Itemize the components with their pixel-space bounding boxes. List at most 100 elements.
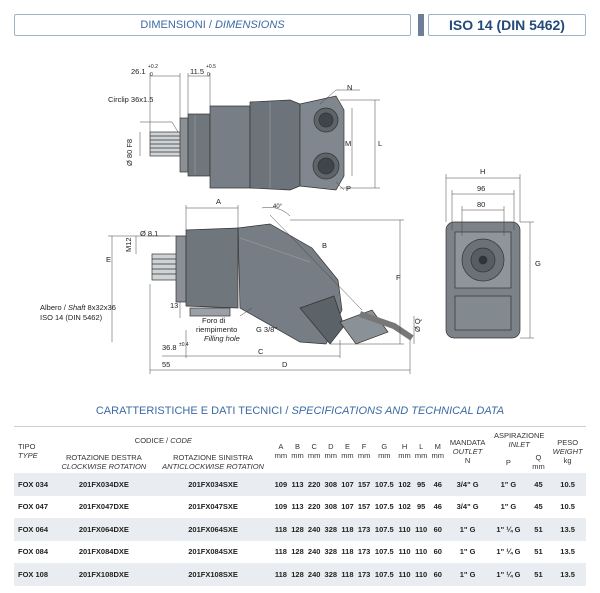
col-p: P — [489, 451, 528, 473]
table-cell: 1" G — [459, 547, 476, 557]
table-cell: 10.5 — [560, 479, 575, 489]
table-cell: 328 — [324, 569, 338, 579]
table-cell: 173 — [357, 524, 371, 534]
table-cell: 157 — [357, 479, 371, 489]
table-cell: 201FX047SXE — [188, 502, 238, 512]
dim-26-tol: +0.2 — [148, 64, 158, 70]
pump-top-view — [149, 95, 345, 191]
table-cell: 102 — [398, 479, 411, 489]
table-cell: 60 — [433, 524, 442, 534]
table-cell: 46 — [433, 479, 442, 489]
top-dimension-lines — [139, 73, 380, 191]
table-cell: FOX 108 — [18, 569, 49, 579]
table-cell: 201FX047DXE — [78, 502, 129, 512]
m12-label: M12 — [124, 237, 133, 252]
table-cell: 110 — [398, 524, 411, 534]
label-f: F — [396, 273, 401, 282]
table-cell: 110 — [415, 524, 428, 534]
table-cell: 102 — [398, 502, 411, 512]
table-cell: 95 — [416, 479, 426, 489]
table-cell: 128 — [291, 547, 304, 557]
table-cell: 118 — [274, 547, 287, 557]
label-55: 55 — [162, 360, 170, 369]
pump-front-view — [445, 221, 521, 339]
table-cell: 118 — [274, 524, 287, 534]
label-angle: 40° — [273, 204, 283, 210]
standard-title: ISO 14 (DIN 5462) — [428, 14, 586, 36]
table-cell: 13.5 — [560, 547, 575, 557]
table-cell: 110 — [398, 569, 411, 579]
table-cell: 13.5 — [560, 569, 575, 579]
table-cell: 46 — [433, 502, 442, 512]
label-n: N — [347, 83, 352, 92]
shaft-label: Albero / Shaft 8x32x36 — [40, 303, 116, 312]
table-cell: 201FX034DXE — [78, 479, 129, 489]
table-cell: 107 — [341, 502, 354, 512]
table-cell: 1" G — [500, 479, 517, 489]
fill-hole-en: Filling hole — [204, 334, 240, 343]
dia-q-label: Ø Q — [413, 318, 422, 332]
label-l: L — [378, 139, 382, 148]
label-g: G — [535, 259, 541, 268]
table-cell: 220 — [307, 502, 321, 512]
technical-drawing: 26.1 +0.2 0 11.5 +0.5 0 Circlip 36x1.5 Ø… — [40, 64, 541, 374]
table-cell: 201FX034SXE — [188, 479, 238, 489]
label-b: B — [322, 241, 327, 250]
table-cell: 201FX064DXE — [78, 524, 129, 534]
fill-hole-it-2: riempimento — [196, 325, 237, 334]
table-cell: 110 — [398, 547, 411, 557]
table-cell: 3/4" G — [456, 479, 479, 489]
label-96: 96 — [477, 184, 485, 193]
dim-26-tol2: 0 — [150, 72, 153, 78]
table-cell: 13.5 — [560, 524, 575, 534]
table-cell: 201FX108DXE — [78, 569, 129, 579]
table-cell: FOX 084 — [18, 547, 49, 557]
label-d: D — [282, 360, 288, 369]
table-cell: 3/4" G — [456, 502, 479, 512]
dimensions-title: DIMENSIONI / DIMENSIONS — [14, 14, 411, 36]
table-cell: 51 — [534, 547, 543, 557]
label-e: E — [106, 255, 111, 264]
side-dimension-lines — [108, 205, 415, 374]
table-cell: 118 — [341, 547, 354, 557]
table-cell: 45 — [534, 479, 543, 489]
table-cell: 109 — [274, 479, 288, 489]
table-cell: 240 — [307, 524, 321, 534]
table-cell: 201FX064SXE — [188, 524, 238, 534]
table-cell: 107.5 — [374, 479, 394, 489]
table-cell: 1" G — [459, 524, 476, 534]
table-cell: 113 — [291, 502, 304, 512]
table-cell: FOX 034 — [18, 479, 49, 489]
table-cell: 107 — [341, 479, 354, 489]
label-368: 36.8 — [162, 343, 177, 352]
table-cell: 220 — [307, 479, 321, 489]
table-cell: 1" ¼ G — [496, 569, 521, 579]
table-cell: 240 — [307, 547, 321, 557]
circlip-label: Circlip 36x1.5 — [108, 95, 153, 104]
col-code-group: CODICE / CODE — [54, 426, 273, 451]
shaft-standard-label: ISO 14 (DIN 5462) — [40, 313, 103, 322]
dim-26-label: 26.1 — [131, 67, 146, 76]
table-cell: 201FX084SXE — [188, 547, 238, 557]
label-m: M — [345, 139, 351, 148]
label-13: 13 — [170, 301, 178, 310]
label-80: 80 — [477, 200, 485, 209]
table-cell: 60 — [433, 569, 442, 579]
label-a: A — [216, 197, 221, 206]
label-p: P — [346, 184, 351, 193]
